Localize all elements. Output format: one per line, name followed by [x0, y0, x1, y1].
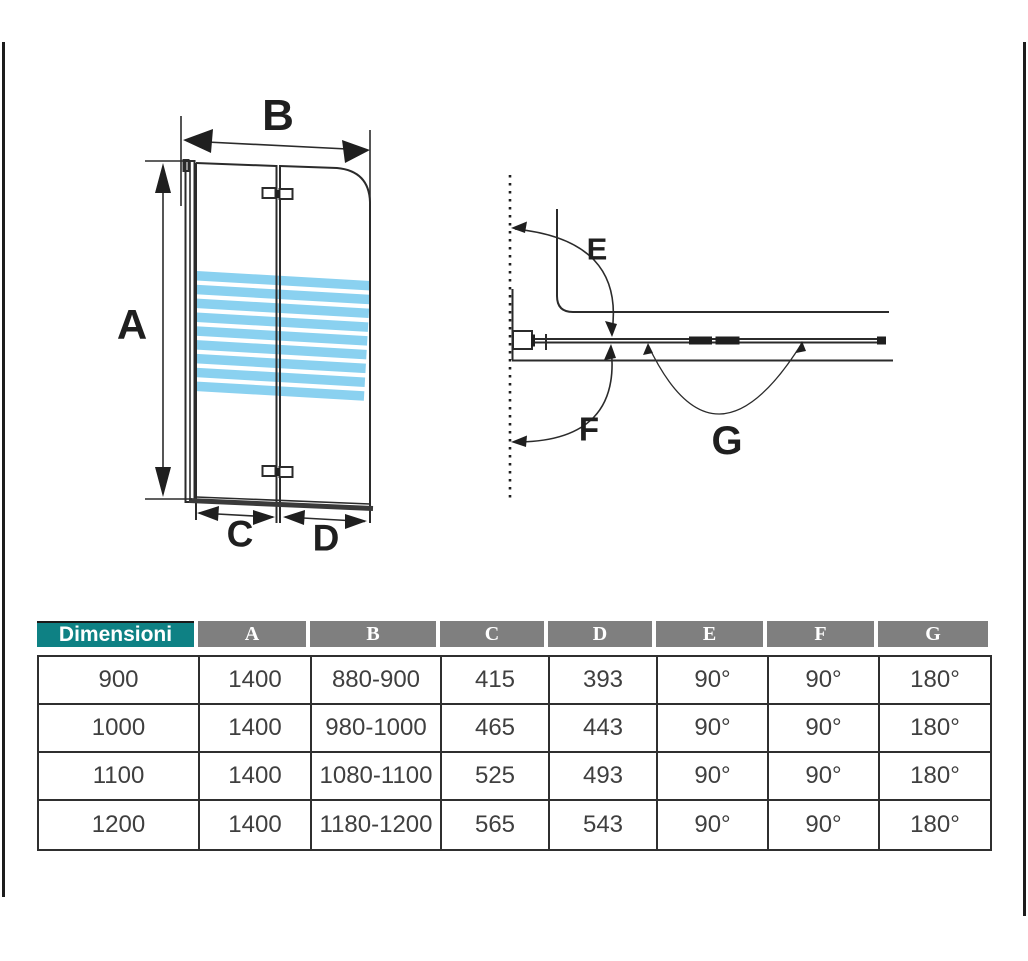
label-A: A	[116, 301, 148, 348]
table-cell: 880-900	[312, 657, 442, 705]
table-header-cell: A	[198, 621, 306, 647]
open-screen-line	[556, 209, 889, 313]
table-header-cell: E	[656, 621, 763, 647]
swing-arc-G	[643, 341, 806, 415]
table-cell: 90°	[658, 657, 769, 705]
dimension-A	[145, 160, 192, 500]
table-cell: 90°	[769, 801, 880, 849]
label-F: F	[578, 410, 600, 448]
table-cell: 493	[550, 753, 658, 801]
table-cell: 1100	[39, 753, 200, 801]
table-cell: 1400	[200, 705, 312, 753]
table-cell: 180°	[880, 657, 990, 705]
table-cell: 1200	[39, 801, 200, 849]
closed-screen-line	[535, 334, 886, 350]
right-border-line	[1023, 42, 1026, 916]
front-view-drawing	[145, 116, 374, 529]
table-cell: 90°	[658, 753, 769, 801]
dimension-C	[197, 506, 275, 525]
table-cell: 393	[550, 657, 658, 705]
table-cell: 1080-1100	[312, 753, 442, 801]
table-header-cell: F	[767, 621, 874, 647]
wall-profile	[182, 159, 196, 503]
label-B: B	[262, 91, 294, 140]
table-cell: 1180-1200	[312, 801, 442, 849]
table-cell: 1400	[200, 801, 312, 849]
end-cap	[877, 336, 886, 345]
table-cell: 90°	[658, 801, 769, 849]
table-cell: 180°	[880, 705, 990, 753]
label-E: E	[586, 231, 608, 267]
table-cell: 525	[442, 753, 550, 801]
table-cell: 90°	[658, 705, 769, 753]
wall-bracket	[512, 330, 535, 350]
top-hinge	[261, 187, 294, 200]
table-header-cell: D	[548, 621, 652, 647]
hinge-bar	[689, 336, 712, 345]
table-cell: 900	[39, 657, 200, 705]
table-cell: 180°	[880, 801, 990, 849]
table-cell: 565	[442, 801, 550, 849]
bottom-hinge	[261, 465, 294, 478]
table-cell: 90°	[769, 705, 880, 753]
glass-stripes	[190, 271, 371, 401]
dimension-B	[180, 116, 371, 206]
table-cell: 180°	[880, 753, 990, 801]
table-cell: 443	[550, 705, 658, 753]
plan-view-drawing	[508, 175, 893, 502]
swing-arc-F	[511, 344, 616, 447]
table-cell: 1400	[200, 657, 312, 705]
label-D: D	[312, 517, 340, 559]
table-header-cell: G	[878, 621, 988, 647]
label-C: C	[226, 513, 254, 555]
swing-arc-E	[511, 221, 617, 337]
table-cell: 465	[442, 705, 550, 753]
table-cell: 415	[442, 657, 550, 705]
technical-diagrams	[145, 116, 893, 529]
table-cell: 543	[550, 801, 658, 849]
table-cell: 1400	[200, 753, 312, 801]
table-header-title: Dimensioni	[37, 621, 194, 647]
dimension-D	[283, 510, 367, 529]
label-G: G	[711, 419, 743, 463]
table-cell: 90°	[769, 753, 880, 801]
table-cell: 980-1000	[312, 705, 442, 753]
table-header-cell: B	[310, 621, 436, 647]
left-border-line	[2, 42, 5, 897]
hinge-bar	[715, 336, 740, 345]
table-cell: 1000	[39, 705, 200, 753]
table-header-cell: C	[440, 621, 544, 647]
table-cell: 90°	[769, 657, 880, 705]
